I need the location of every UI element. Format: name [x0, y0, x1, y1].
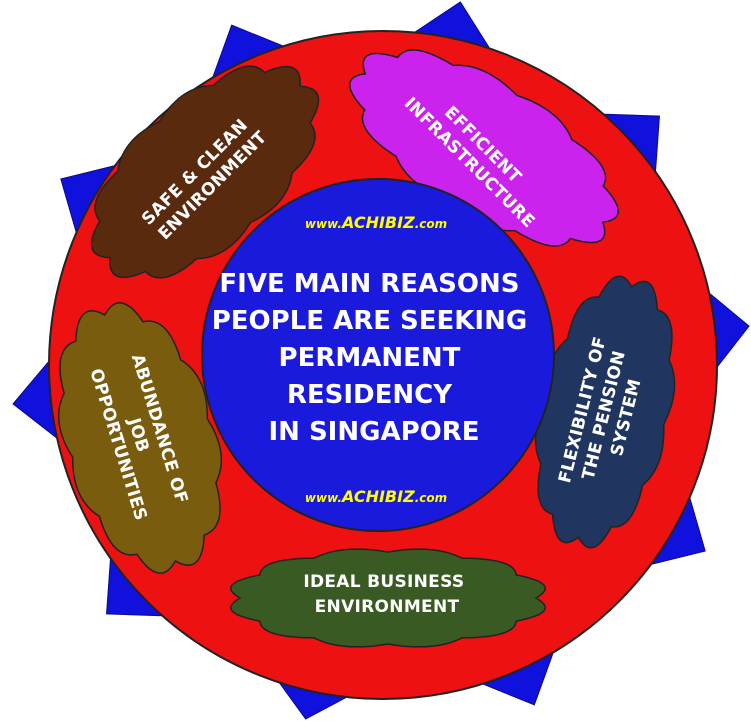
cloud-pension [534, 275, 676, 549]
center-title: FIVE MAIN REASONS PEOPLE ARE SEEKING PER… [212, 269, 537, 447]
watermark-bottom: www.ACHIBIZ.com [305, 487, 447, 506]
watermark-top: www.ACHIBIZ.com [305, 213, 447, 232]
reason-label-business: IDEAL BUSINESS ENVIRONMENT [303, 572, 470, 617]
cloud-business [230, 548, 546, 648]
reason-clouds [57, 49, 676, 648]
svg-text:IDEAL BUSINESS ENVIRONME: IDEAL BUSINESS ENVIRONMENT [303, 572, 470, 617]
cloud-jobs [57, 302, 223, 574]
center-circle [201, 178, 555, 532]
cloud-infrastructure [348, 49, 620, 247]
center-title-line: IN SINGAPORE [268, 417, 479, 447]
center-title-line: RESIDENCY [287, 380, 453, 410]
cloud-safe-clean [90, 65, 320, 279]
center-title-line: PERMANENT [279, 343, 461, 373]
center-title-line: FIVE MAIN REASONS [219, 269, 519, 299]
center-title-line: PEOPLE ARE SEEKING [212, 306, 527, 336]
